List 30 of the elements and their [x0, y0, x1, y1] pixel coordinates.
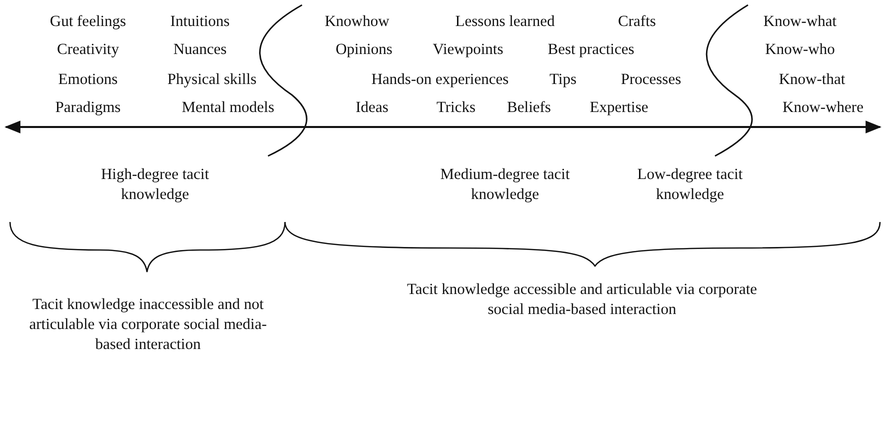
knowledge-term: Know-who — [765, 40, 835, 60]
knowledge-term: Physical skills — [167, 70, 257, 90]
knowledge-term: Gut feelings — [50, 12, 126, 32]
knowledge-term: Paradigms — [55, 98, 121, 118]
knowledge-term: Know-that — [778, 70, 846, 90]
knowledge-term: Tricks — [436, 98, 476, 118]
knowledge-term: Intuitions — [170, 12, 230, 32]
knowledge-term: Best practices — [548, 40, 634, 60]
knowledge-term: Mental models — [182, 98, 274, 118]
knowledge-term: Nuances — [173, 40, 227, 60]
degree-label: Low-degree tacit knowledge — [636, 164, 744, 205]
knowledge-term: Lessons learned — [455, 12, 555, 32]
degree-label: High-degree tacit knowledge — [100, 164, 210, 205]
knowledge-term: Opinions — [336, 40, 392, 60]
knowledge-term: Ideas — [356, 98, 388, 118]
knowledge-term: Viewpoints — [432, 40, 504, 60]
knowledge-term: Crafts — [618, 12, 656, 32]
knowledge-term: Hands-on experiences — [371, 70, 509, 90]
knowledge-term: Creativity — [57, 40, 119, 60]
knowledge-term: Tips — [550, 70, 576, 90]
knowledge-term: Know-where — [782, 98, 864, 118]
knowledge-term: Beliefs — [507, 98, 551, 118]
description-text: Tacit knowledge accessible and articulable via corporate social media-based interaction — [406, 280, 758, 320]
knowledge-term: Processes — [620, 70, 682, 90]
knowledge-term: Expertise — [590, 98, 648, 118]
degree-label: Medium-degree tacit knowledge — [439, 164, 571, 205]
knowledge-term: Know-what — [763, 12, 837, 32]
description-text: Tacit knowledge inaccessible and not articulable via corporate social media-based interaction — [28, 294, 268, 356]
knowledge-term: Emotions — [58, 70, 118, 90]
knowledge-term: Knowhow — [324, 12, 390, 32]
